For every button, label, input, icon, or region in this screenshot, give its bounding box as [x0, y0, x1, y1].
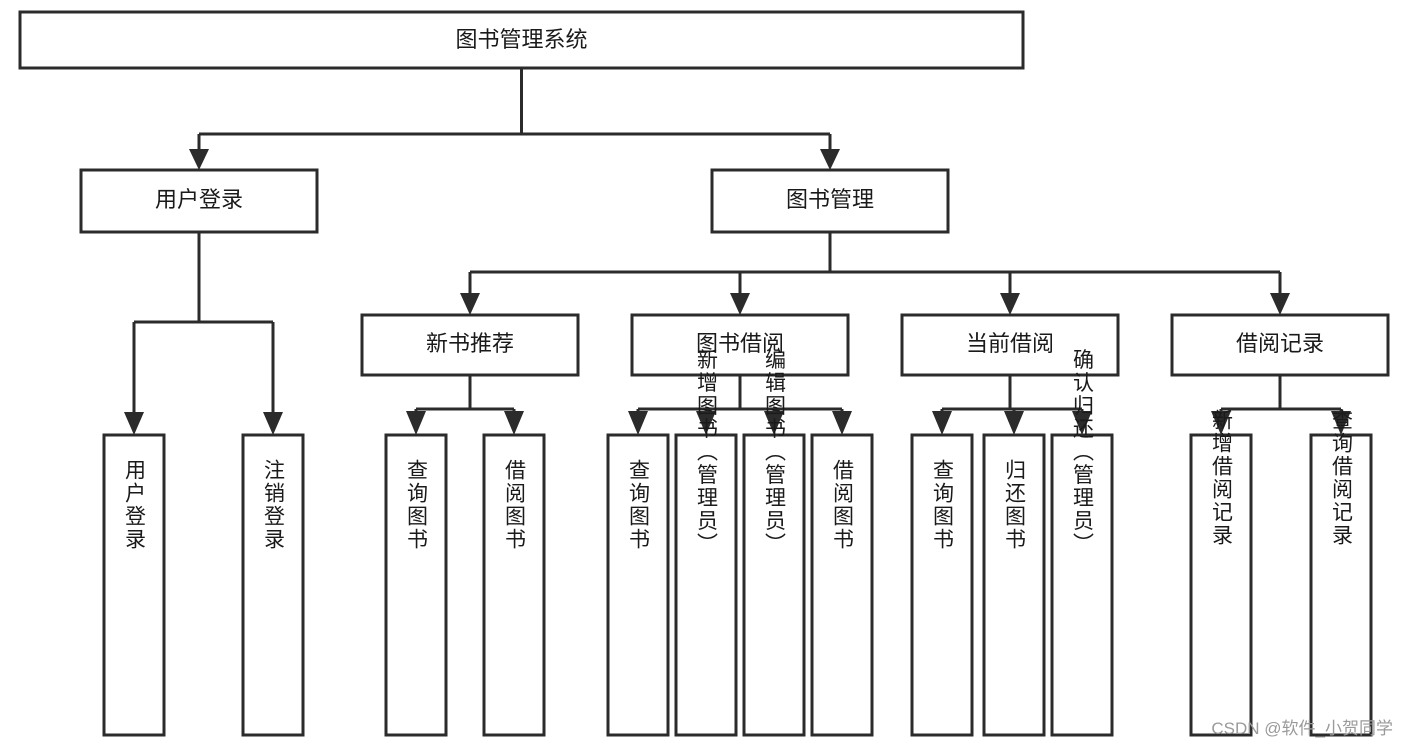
arrow-head-leaf-add-record	[1211, 411, 1231, 435]
node-book-manage[interactable]: 图书管理	[710, 168, 950, 234]
node-new-book-recommend-box[interactable]	[360, 313, 580, 377]
node-leaf-add-book[interactable]: 新增图书（管理员）	[674, 349, 738, 737]
node-user-login-label: 用户登录	[155, 187, 243, 212]
connector-group-current-borrow	[932, 375, 1092, 435]
node-leaf-return-book[interactable]: 归还图书	[982, 433, 1046, 737]
arrow-head-leaf-add-book	[696, 411, 716, 435]
connector-group-root	[189, 68, 840, 170]
node-root[interactable]: 图书管理系统	[18, 10, 1025, 70]
connector-group-borrow-record	[1211, 375, 1351, 435]
arrow-head-user-login	[189, 149, 209, 170]
arrow-head-leaf-edit-book	[764, 411, 784, 435]
node-current-borrow-box[interactable]	[900, 313, 1120, 377]
node-leaf-user-login-box[interactable]	[102, 433, 166, 737]
connector-group-book-manage	[460, 232, 1290, 315]
arrow-head-leaf-return-book	[1004, 411, 1024, 435]
node-leaf-add-record-box[interactable]	[1189, 433, 1253, 737]
node-leaf-borrow-book-1-box[interactable]	[482, 433, 546, 737]
node-leaf-borrow-book-2-label: 借阅图书	[831, 459, 855, 551]
node-leaf-query-record-box[interactable]	[1309, 433, 1373, 737]
arrow-head-leaf-confirm-return	[1072, 411, 1092, 435]
arrow-head-leaf-user-login	[124, 412, 144, 435]
node-leaf-add-record-label: 新增借阅记录	[1210, 409, 1234, 547]
node-leaf-query-book-1[interactable]: 查询图书	[384, 433, 448, 737]
arrow-head-leaf-query-book-3	[932, 411, 952, 435]
arrow-head-leaf-borrow-book-2	[832, 411, 852, 435]
arrow-head-new-book-recommend	[460, 293, 480, 315]
node-leaf-query-book-3[interactable]: 查询图书	[910, 433, 974, 737]
connector-group-book-borrow	[628, 375, 852, 435]
node-leaf-user-login[interactable]: 用户登录	[102, 433, 166, 737]
arrow-head-leaf-query-record	[1331, 411, 1351, 435]
node-leaf-confirm-return-label: 确认归还（管理员）	[1071, 349, 1095, 556]
node-current-borrow[interactable]: 当前借阅	[900, 313, 1120, 377]
node-leaf-borrow-book-2-box[interactable]	[810, 433, 874, 737]
node-leaf-add-book-box[interactable]	[674, 433, 738, 737]
node-leaf-return-book-box[interactable]	[982, 433, 1046, 737]
node-leaf-query-book-1-label: 查询图书	[405, 459, 429, 551]
node-book-borrow-label: 图书借阅	[696, 331, 784, 356]
node-leaf-confirm-return-box[interactable]	[1050, 433, 1114, 737]
arrow-head-book-borrow	[730, 293, 750, 315]
node-book-manage-label: 图书管理	[786, 187, 874, 212]
connector-group-user-login	[124, 232, 283, 435]
node-new-book-recommend-label: 新书推荐	[426, 331, 514, 356]
node-leaf-query-record-label: 查询借阅记录	[1330, 409, 1354, 547]
arrow-head-leaf-user-logout	[263, 412, 283, 435]
node-leaf-query-book-2[interactable]: 查询图书	[606, 433, 670, 737]
arrow-head-book-manage	[820, 149, 840, 170]
arrow-head-borrow-record	[1270, 293, 1290, 315]
node-book-manage-box[interactable]	[710, 168, 950, 234]
node-user-login[interactable]: 用户登录	[79, 168, 319, 234]
node-leaf-user-logout-label: 注销登录	[262, 459, 286, 551]
node-borrow-record[interactable]: 借阅记录	[1170, 313, 1390, 377]
node-leaf-user-logout[interactable]: 注销登录	[241, 433, 305, 737]
arrow-head-leaf-query-book-2	[628, 411, 648, 435]
node-leaf-query-book-2-label: 查询图书	[627, 459, 651, 551]
node-root-label: 图书管理系统	[455, 27, 587, 52]
node-leaf-query-record[interactable]: 查询借阅记录	[1309, 409, 1373, 737]
node-leaf-borrow-book-1[interactable]: 借阅图书	[482, 433, 546, 737]
node-leaf-add-record[interactable]: 新增借阅记录	[1189, 409, 1253, 737]
arrow-head-current-borrow	[1000, 293, 1020, 315]
node-leaf-edit-book[interactable]: 编辑图书（管理员）	[742, 349, 806, 737]
node-leaf-edit-book-label: 编辑图书（管理员）	[763, 349, 787, 556]
node-user-login-box[interactable]	[79, 168, 319, 234]
node-book-borrow-box[interactable]	[630, 313, 850, 377]
node-leaf-user-logout-box[interactable]	[241, 433, 305, 737]
node-borrow-record-label: 借阅记录	[1236, 331, 1324, 356]
node-root-box[interactable]	[18, 10, 1025, 70]
node-leaf-add-book-label: 新增图书（管理员）	[695, 349, 719, 556]
node-leaf-query-book-3-label: 查询图书	[931, 459, 955, 551]
arrow-head-leaf-borrow-book-1	[504, 411, 524, 435]
node-leaf-query-book-3-box[interactable]	[910, 433, 974, 737]
node-leaf-confirm-return[interactable]: 确认归还（管理员）	[1050, 349, 1114, 737]
node-leaf-return-book-label: 归还图书	[1003, 459, 1027, 551]
arrow-head-leaf-query-book-1	[406, 411, 426, 435]
node-current-borrow-label: 当前借阅	[966, 331, 1054, 356]
node-borrow-record-box[interactable]	[1170, 313, 1390, 377]
node-leaf-query-book-1-box[interactable]	[384, 433, 448, 737]
node-leaf-user-login-label: 用户登录	[123, 459, 147, 551]
node-book-borrow[interactable]: 图书借阅	[630, 313, 850, 377]
node-new-book-recommend[interactable]: 新书推荐	[360, 313, 580, 377]
node-leaf-query-book-2-box[interactable]	[606, 433, 670, 737]
node-leaf-borrow-book-1-label: 借阅图书	[503, 459, 527, 551]
connector-group-new-book-recommend	[406, 375, 524, 435]
node-leaf-borrow-book-2[interactable]: 借阅图书	[810, 433, 874, 737]
node-leaf-edit-book-box[interactable]	[742, 433, 806, 737]
